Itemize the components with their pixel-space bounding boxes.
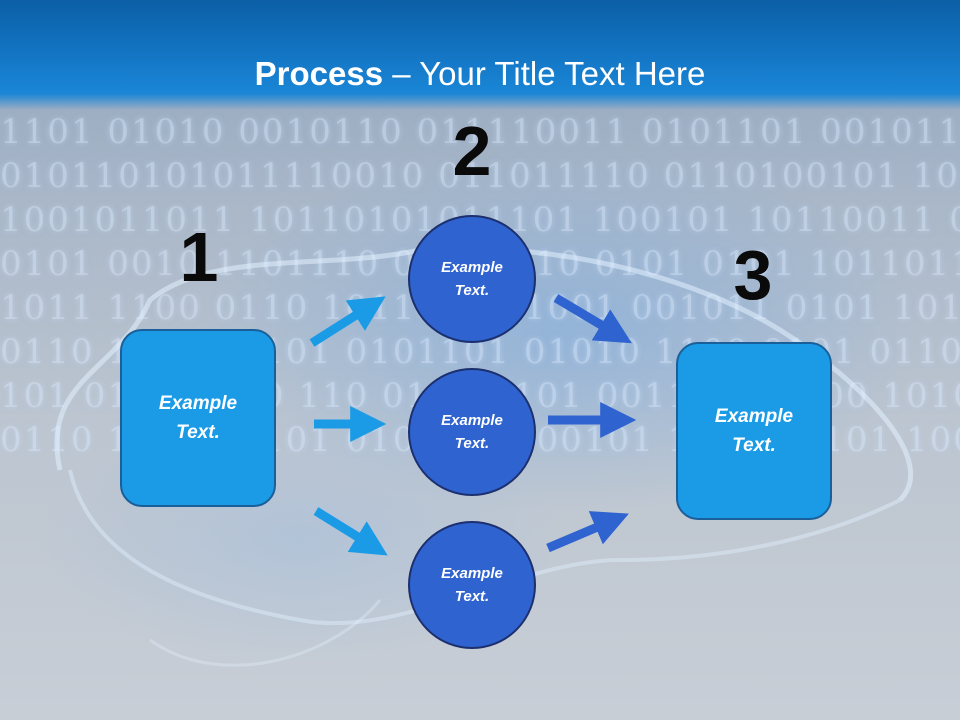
step-2-circle-top: Example Text. [408, 215, 536, 343]
title-bar [0, 0, 960, 110]
step-2-circle-middle: Example Text. [408, 368, 536, 496]
step-number-2: 2 [452, 112, 492, 190]
circle-bottom-label: Example Text. [441, 565, 503, 605]
slide-title: Process – Your Title Text Here [0, 52, 960, 96]
step-number-3: 3 [733, 236, 773, 314]
arrow-1-to-top [309, 296, 386, 347]
arrow-1-to-bottom [313, 507, 388, 556]
arrow-bottom-to-3 [546, 511, 629, 553]
step-number-1: 1 [179, 218, 219, 296]
arrow-top-to-3 [553, 294, 632, 344]
circle-top-label: Example Text. [441, 259, 503, 299]
step-1-box: Example Text. [120, 329, 276, 507]
title-bold: Process [254, 55, 384, 92]
title-rest: – Your Title Text Here [383, 55, 706, 92]
step-3-box: Example Text. [676, 342, 832, 520]
step-1-label: Example Text. [158, 393, 238, 443]
step-3-label: Example Text. [714, 406, 794, 456]
circle-middle-label: Example Text. [441, 412, 503, 452]
step-2-circle-bottom: Example Text. [408, 521, 536, 649]
